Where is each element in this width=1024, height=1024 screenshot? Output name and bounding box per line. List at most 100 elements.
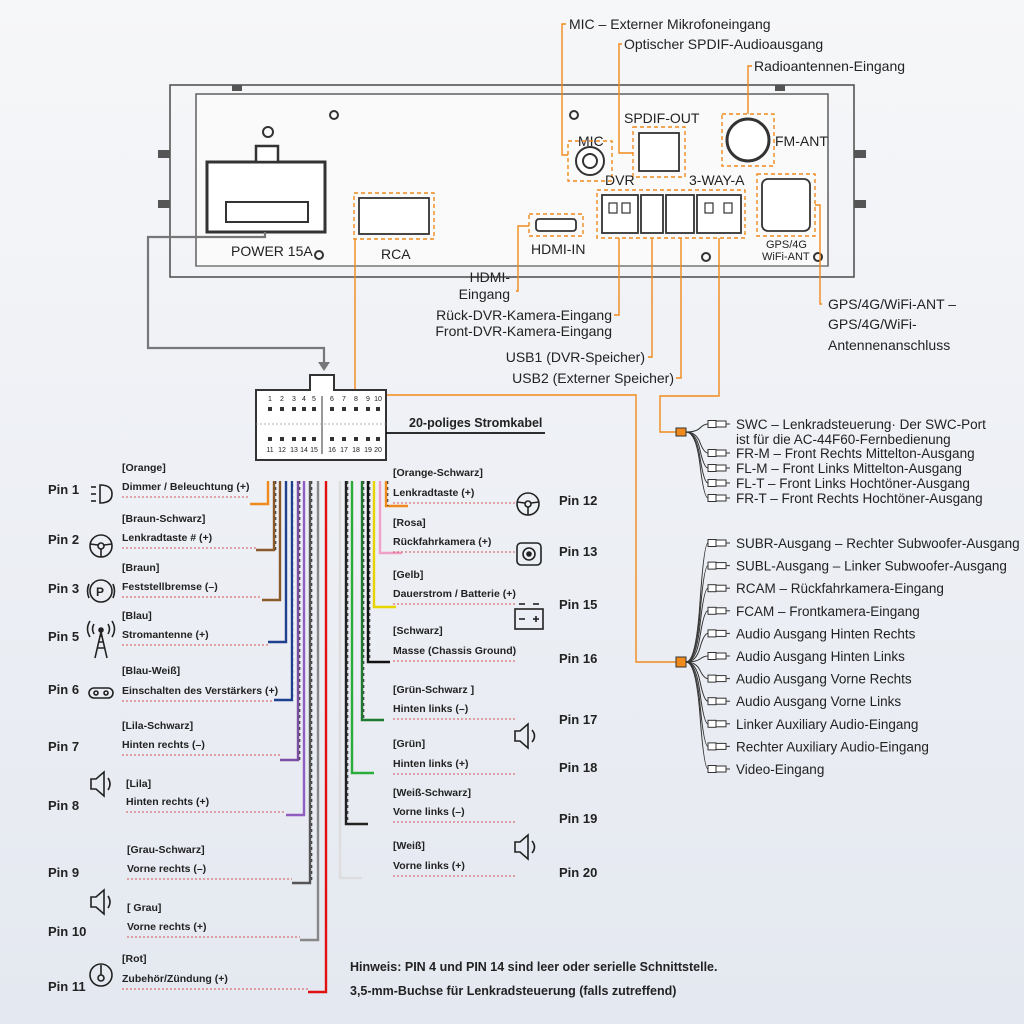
rca-plug-body bbox=[715, 607, 727, 615]
ignition-icon bbox=[89, 963, 113, 987]
swc-harness-label: FL-T – Front Links Hochtöner-Ausgang bbox=[736, 476, 970, 491]
pin-label: Pin 20 bbox=[559, 865, 597, 880]
connector-title: 20-poliges Stromkabel bbox=[409, 416, 542, 430]
rca-plug-body bbox=[715, 479, 727, 487]
pin-label: Pin 2 bbox=[48, 532, 79, 547]
power-port: POWER 15A bbox=[205, 144, 327, 259]
harness-wire bbox=[685, 587, 709, 663]
wire-color-name: [Grau-Schwarz] bbox=[127, 844, 205, 856]
rca-harness-label: Audio Ausgang Vorne Links bbox=[736, 694, 901, 709]
right-wire bbox=[350, 481, 374, 775]
pin-contact bbox=[354, 437, 358, 441]
wire-color-name: [Orange] bbox=[122, 462, 166, 474]
camera-icon bbox=[516, 542, 542, 566]
wire-function: Lenkradtaste (+) bbox=[393, 487, 474, 499]
right-wire bbox=[384, 481, 408, 508]
parking-brake-icon: P bbox=[86, 579, 116, 603]
usb1-callout: USB1 (DVR-Speicher) bbox=[506, 349, 645, 365]
rca-harness-label: Linker Auxiliary Audio-Eingang bbox=[736, 717, 918, 732]
left-wire bbox=[268, 481, 288, 644]
pin-contact bbox=[342, 437, 346, 441]
rca-plug-icon bbox=[707, 449, 717, 457]
pin-label: Pin 7 bbox=[48, 739, 79, 754]
wire-color-name: [Lila] bbox=[126, 778, 151, 790]
harness-wire bbox=[685, 431, 709, 499]
pin-contact bbox=[302, 407, 306, 411]
wire-color-name: [Braun] bbox=[122, 562, 159, 574]
speaker-icon bbox=[514, 833, 536, 861]
svg-text:P: P bbox=[96, 585, 104, 599]
pin-contact bbox=[376, 437, 380, 441]
top-callout-texts: MIC – Externer Mikrofoneingang Optischer… bbox=[435, 16, 956, 386]
pin-label: Pin 10 bbox=[48, 924, 86, 939]
spdif-port-label: SPDIF-OUT bbox=[624, 110, 700, 126]
wire-function: Hinten links (+) bbox=[393, 758, 469, 770]
left-wire bbox=[274, 481, 294, 702]
rca-port-label: RCA bbox=[381, 246, 411, 262]
pin-contact bbox=[376, 407, 380, 411]
rca-plug-body bbox=[715, 629, 727, 637]
left-wire bbox=[308, 481, 328, 994]
left-wire bbox=[300, 481, 320, 942]
three-way-port-label: 3-WAY-A bbox=[689, 172, 745, 188]
hdmi-callout-2: Eingang bbox=[459, 286, 510, 302]
pin-label: Pin 9 bbox=[48, 865, 79, 880]
dvr-port-label: DVR bbox=[605, 172, 635, 188]
callout-leaders bbox=[354, 23, 822, 663]
pin-number: 14 bbox=[300, 447, 308, 454]
steering-wheel-icon bbox=[516, 492, 540, 516]
rca-plug-body bbox=[715, 675, 727, 683]
pin-contact bbox=[330, 437, 334, 441]
dvr-three-way-ports: DVR 3-WAY-A bbox=[596, 172, 746, 239]
swc-harness-label: FR-M – Front Rechts Mittelton-Ausgang bbox=[736, 446, 975, 461]
wire-color-name: [Lila-Schwarz] bbox=[122, 720, 193, 732]
rca-plug-icon bbox=[707, 652, 717, 660]
spdif-callout: Optischer SPDIF-Audioausgang bbox=[624, 36, 823, 52]
harness-wire bbox=[685, 565, 709, 663]
wire-color-name: [Grün-Schwarz ] bbox=[393, 684, 474, 696]
pin-label: Pin 5 bbox=[48, 629, 79, 644]
rca-plug-body bbox=[715, 420, 727, 428]
rca-plug-icon bbox=[707, 606, 717, 615]
pin-label: Pin 3 bbox=[48, 581, 79, 596]
usb2-callout: USB2 (Externer Speicher) bbox=[512, 370, 674, 386]
wire-color-name: [Weiß] bbox=[393, 840, 425, 852]
harness-wire bbox=[685, 661, 709, 680]
wire-function: Rückfahrkamera (+) bbox=[393, 536, 491, 548]
mic-port: MIC bbox=[567, 133, 613, 182]
function-icons: P bbox=[86, 484, 544, 987]
wire-color-name: [Gelb] bbox=[393, 569, 423, 581]
wire-function: Dauerstrom / Batterie (+) bbox=[393, 588, 516, 600]
pin-number: 9 bbox=[366, 396, 370, 403]
pin-number: 6 bbox=[330, 396, 334, 403]
note-steering-jack: 3,5-mm-Buchse für Lenkradsteuerung (fall… bbox=[350, 984, 676, 998]
pin-contact bbox=[330, 407, 334, 411]
rca-plug-body bbox=[715, 539, 727, 547]
dvr-rear-callout: Rück-DVR-Kamera-Eingang bbox=[436, 307, 612, 323]
dvr-front-callout: Front-DVR-Kamera-Eingang bbox=[435, 323, 612, 339]
rca-plug-icon bbox=[707, 674, 717, 683]
rca-plug-body bbox=[715, 652, 727, 660]
speaker-icon bbox=[90, 770, 111, 798]
rca-plug-icon bbox=[707, 629, 717, 638]
rca-plug-body bbox=[715, 584, 727, 592]
wire-function: Dimmer / Beleuchtung (+) bbox=[122, 481, 249, 493]
wire-function: Lenkradtaste # (+) bbox=[122, 532, 212, 544]
wire-function: Stromantenne (+) bbox=[122, 629, 209, 641]
rca-plug-body bbox=[715, 464, 727, 472]
harness-wire bbox=[685, 655, 709, 663]
wire-function: Vorne links (+) bbox=[393, 860, 465, 872]
swc-speaker-harness: SWC – Lenkradsteuerung· Der SWC-Portist … bbox=[675, 417, 986, 506]
harness-wire bbox=[685, 661, 709, 702]
pin-number: 3 bbox=[292, 396, 296, 403]
hdmi-port: HDMI-IN bbox=[528, 213, 585, 257]
rca-plug-icon bbox=[707, 464, 717, 472]
dimmer-icon bbox=[91, 484, 113, 504]
rca-harness-label: Audio Ausgang Vorne Rechts bbox=[736, 672, 912, 687]
rca-harness-label: Audio Ausgang Hinten Links bbox=[736, 649, 905, 664]
rca-harness-label: Video-Eingang bbox=[736, 762, 824, 777]
wire-function: Einschalten des Verstärkers (+) bbox=[122, 685, 278, 697]
wire-function: Hinten links (–) bbox=[393, 703, 468, 715]
pin-label: Pin 15 bbox=[559, 597, 597, 612]
rca-harness-label: Audio Ausgang Hinten Rechts bbox=[736, 626, 916, 641]
